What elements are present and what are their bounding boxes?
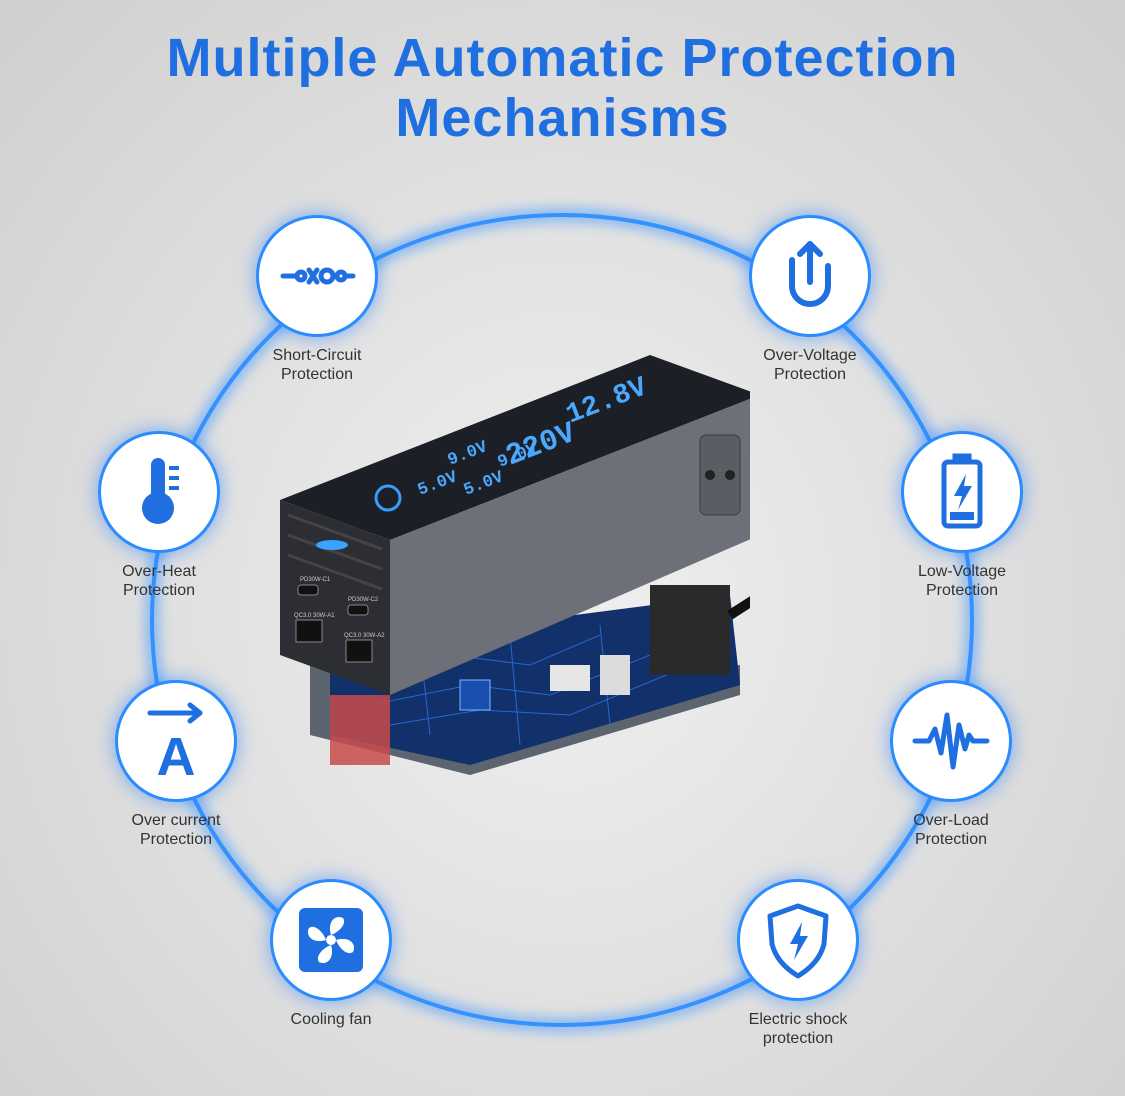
label-qc-a2: QC3.0 30W-A2 (344, 633, 385, 639)
feature-label-line1: Low-Voltage (917, 563, 1007, 580)
feature-label: Short-Circuit Protection (217, 346, 417, 384)
feature-label-line2: Protection (914, 831, 988, 848)
page-title: Multiple Automatic Protection Mechanisms (0, 28, 1125, 148)
title-line-1: Multiple Automatic Protection (166, 28, 959, 88)
shield-bolt-icon (767, 903, 829, 979)
feature-short-circuit: Short-Circuit Protection (217, 218, 417, 384)
feature-electric-shock: Electric shock protection (698, 882, 898, 1048)
feature-label-line1: Electric shock (748, 1011, 848, 1028)
feature-circle: A (118, 683, 234, 799)
feature-circle (904, 434, 1020, 550)
title-line-2: Mechanisms (395, 88, 730, 148)
feature-circle (752, 218, 868, 334)
feature-label-line2: protection (762, 1030, 834, 1047)
short-circuit-icon (280, 267, 356, 285)
feature-label: Electric shock protection (698, 1010, 898, 1048)
ampere-icon: A (147, 702, 203, 781)
ampere-glyph: A (157, 727, 196, 781)
feature-over-heat: Over-Heat Protection (59, 434, 259, 600)
feature-label-line1: Over-Heat (122, 563, 196, 580)
feature-label: Low-Voltage Protection (862, 562, 1062, 600)
feature-label: Cooling fan (231, 1010, 431, 1029)
over-voltage-icon (789, 241, 831, 307)
label-qc-a1: QC3.0 30W-A1 (294, 613, 335, 619)
feature-circle (101, 434, 217, 550)
fan-icon (299, 908, 363, 972)
feature-circle (273, 882, 389, 998)
feature-label-line2: Protection (139, 831, 213, 848)
feature-label-line1: Over current (131, 812, 221, 829)
feature-cooling-fan: Cooling fan (231, 882, 431, 1029)
feature-low-voltage: Low-Voltage Protection (862, 434, 1062, 600)
feature-label-line1: Over-Load (913, 812, 989, 829)
feature-label-line2: Protection (773, 366, 847, 383)
feature-circle (259, 218, 375, 334)
feature-label: Over-Heat Protection (59, 562, 259, 600)
power-inverter-image: PD30W-C1 PD30W-C2 QC3.0 30W-A1 QC3.0 30W… (280, 355, 750, 775)
battery-icon (941, 453, 983, 529)
waveform-icon (912, 712, 990, 770)
label-pd-c1: PD30W-C1 (300, 577, 331, 583)
feature-label-line2: Protection (925, 582, 999, 599)
feature-circle (740, 882, 856, 998)
feature-label-line2: Protection (280, 366, 354, 383)
feature-label-line1: Over-Voltage (763, 347, 857, 364)
feature-label-line1: Short-Circuit (272, 347, 362, 364)
feature-over-current: A Over current Protection (76, 683, 276, 849)
feature-circle (893, 683, 1009, 799)
thermometer-icon (142, 458, 179, 524)
feature-label-line1: Cooling fan (290, 1011, 372, 1028)
feature-label: Over-Load Protection (851, 811, 1051, 849)
feature-label-line2: Protection (122, 582, 196, 599)
feature-label: Over current Protection (76, 811, 276, 849)
feature-over-voltage: Over-Voltage Protection (710, 218, 910, 384)
feature-label: Over-Voltage Protection (710, 346, 910, 384)
label-pd-c2: PD30W-C2 (348, 597, 379, 603)
feature-over-load: Over-Load Protection (851, 683, 1051, 849)
